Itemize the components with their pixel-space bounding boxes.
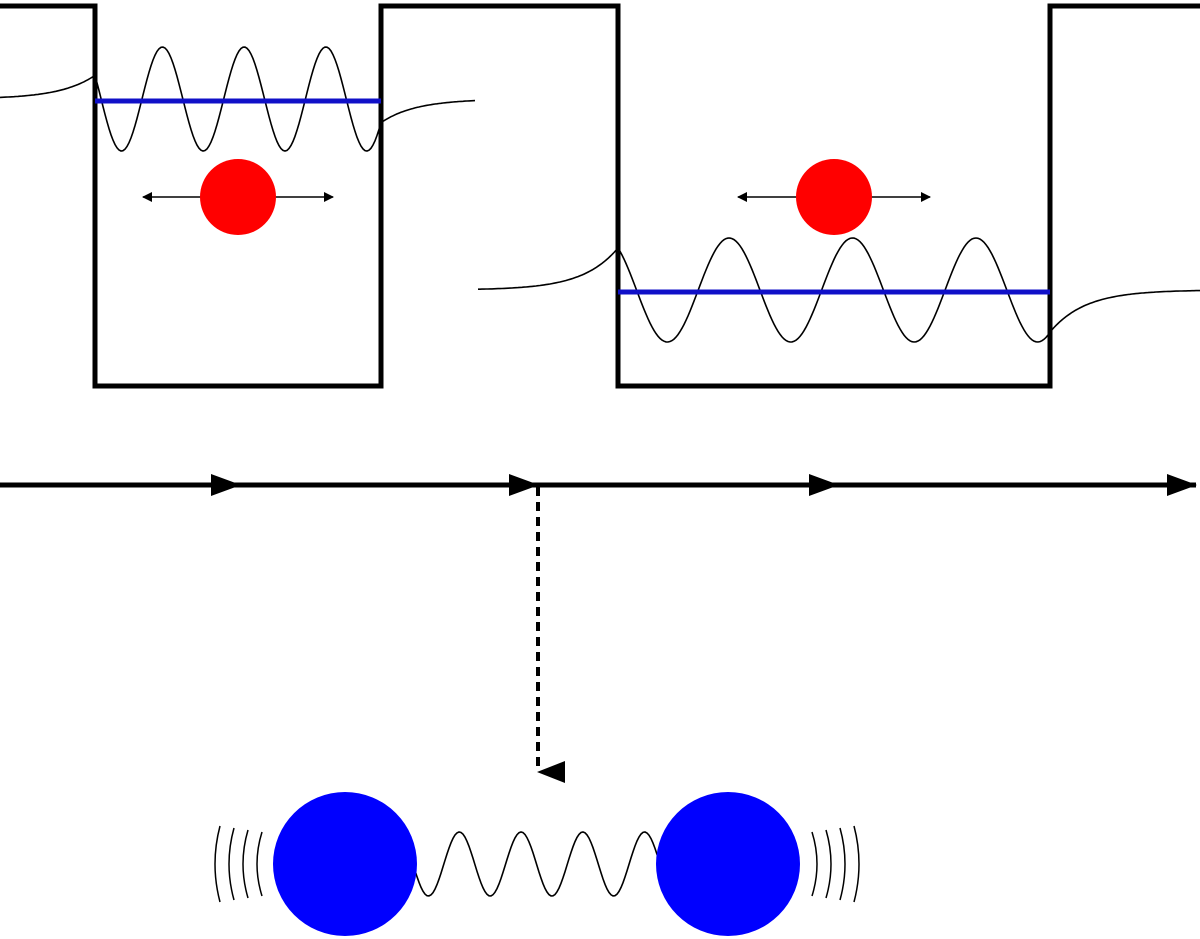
vibration-mark xyxy=(242,829,249,899)
potential-well-outline xyxy=(0,3,1200,389)
vibration-mark xyxy=(811,831,818,897)
right-red-particle xyxy=(796,159,872,235)
right-vibration-marks xyxy=(811,825,860,903)
left-vibration-marks xyxy=(214,825,263,903)
left-wavefunction xyxy=(0,46,476,152)
right-blue-atom xyxy=(656,792,800,936)
vibration-mark xyxy=(214,825,221,903)
right-wavefunction xyxy=(478,237,1200,343)
vibration-mark xyxy=(228,827,235,901)
vibration-mark xyxy=(853,825,860,903)
vibration-mark xyxy=(256,831,263,897)
vibration-mark xyxy=(825,829,832,899)
oscillator-spring xyxy=(412,831,660,897)
left-red-particle xyxy=(200,159,276,235)
vibration-mark xyxy=(839,827,846,901)
left-blue-atom xyxy=(273,792,417,936)
